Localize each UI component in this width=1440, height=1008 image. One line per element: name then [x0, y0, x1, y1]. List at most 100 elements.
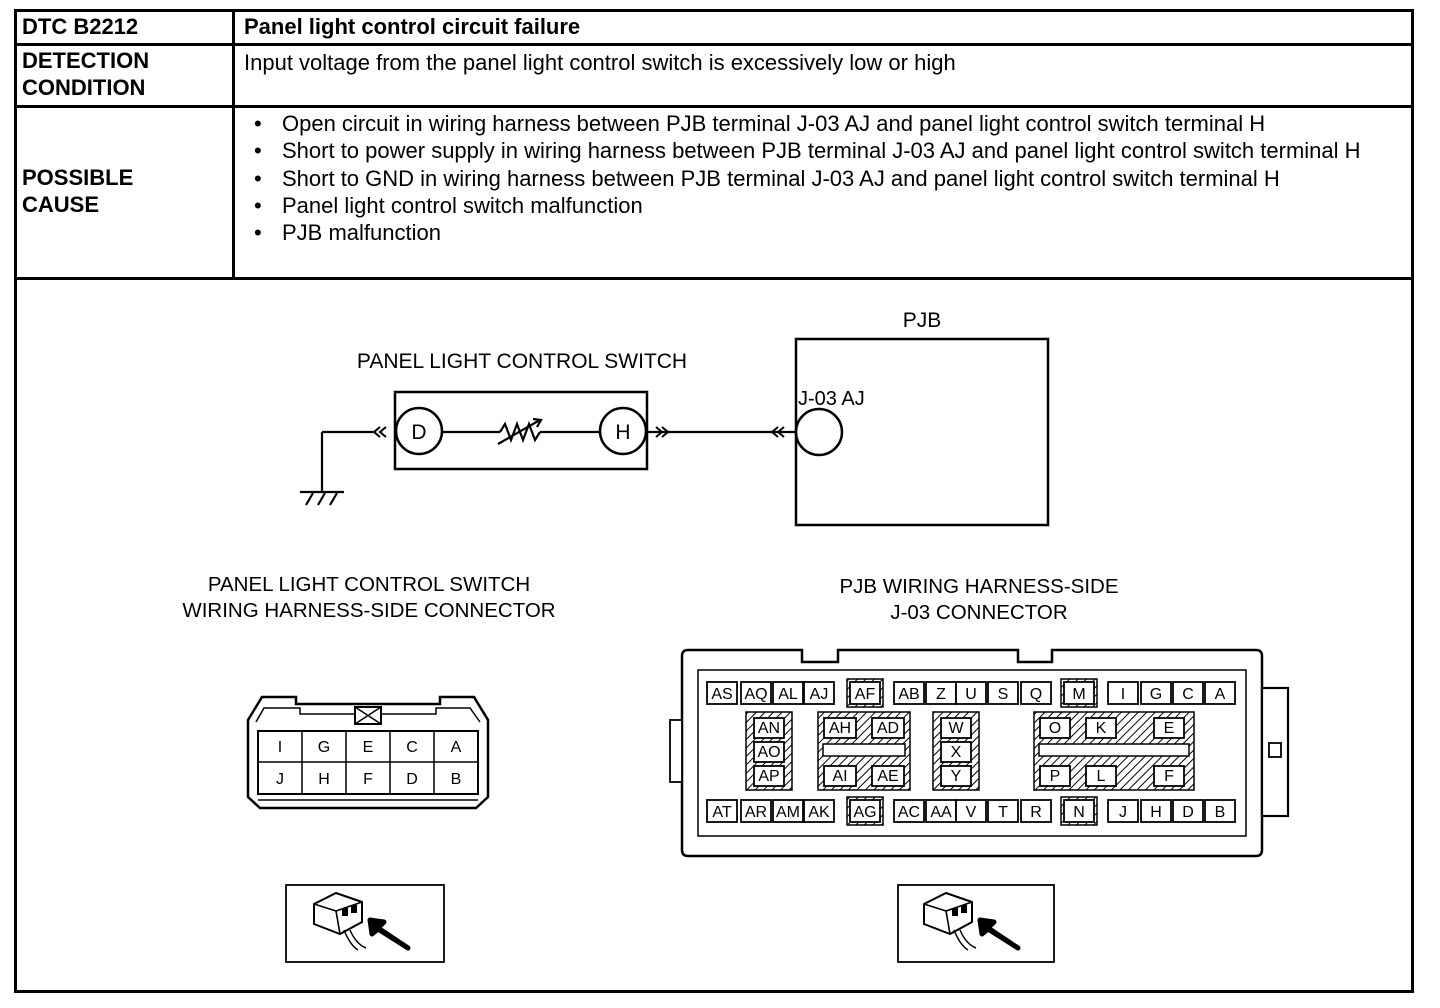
pin-cavity: [1063, 799, 1095, 823]
pin-label: Q: [1030, 686, 1042, 703]
dtc-title: Panel light control circuit failure: [244, 14, 581, 39]
possible-cause-list: Open circuit in wiring harness between P…: [252, 110, 1412, 247]
pin-cavity: [803, 681, 835, 705]
pin-label: AM: [776, 804, 800, 821]
pin-cavity: [823, 717, 857, 739]
pin-label: Z: [936, 686, 946, 703]
pin-label: T: [998, 804, 1008, 821]
pin-cavity: [1020, 681, 1052, 705]
pin-cavity: [772, 681, 804, 705]
pin-label: U: [965, 686, 977, 703]
pin-label: AR: [745, 804, 767, 821]
pin-cavity: [753, 741, 785, 763]
pin-label: B: [451, 771, 462, 788]
pin-cavity: [1063, 681, 1095, 705]
detection-condition-text: Input voltage from the panel light contr…: [244, 50, 956, 75]
pin-cavity: [803, 799, 835, 823]
pin-label: F: [363, 771, 373, 788]
cause-item: Short to power supply in wiring harness …: [252, 137, 1412, 165]
variable-resistor-icon: [442, 417, 600, 445]
pin-cavity: [740, 799, 772, 823]
pin-cavity: [1153, 717, 1185, 739]
connector-view-icon: [285, 884, 445, 963]
pin-label: H: [1150, 804, 1162, 821]
pin-cavity: [1140, 799, 1172, 823]
pin-label: A: [1215, 686, 1226, 703]
connector-view-icon: [897, 884, 1055, 963]
switch-label: PANEL LIGHT CONTROL SWITCH: [357, 350, 687, 373]
pin-label: AJ: [810, 686, 829, 703]
cause-item: PJB malfunction: [252, 219, 1412, 247]
pin-label: AP: [758, 768, 779, 785]
possible-cause-label-line1: POSSIBLE: [22, 165, 134, 190]
pin-cavity: [740, 681, 772, 705]
pin-cavity: [1107, 799, 1139, 823]
switch-connector: [246, 695, 490, 810]
dtc-code: DTC B2212: [22, 14, 139, 39]
pin-label: C: [406, 739, 418, 756]
possible-cause-label-line2: CAUSE: [22, 192, 100, 217]
pin-label: S: [998, 686, 1009, 703]
pin-cavity: [706, 681, 738, 705]
pin-cavity: [871, 765, 905, 787]
pin-cavity: [1172, 681, 1204, 705]
pin-label: X: [951, 744, 962, 761]
pin-cavity: [1039, 717, 1071, 739]
switch-connector-pins: I G E C A J H F D B: [276, 739, 462, 788]
pin-cavity: [940, 741, 972, 763]
pin-cavity: [871, 717, 905, 739]
pin-label: AK: [808, 804, 830, 821]
pin-cavity: [1172, 799, 1204, 823]
pin-label: I: [1121, 686, 1125, 703]
pin-label: AT: [712, 804, 731, 821]
pin-label: P: [1050, 768, 1061, 785]
pin-cavity: [1204, 799, 1236, 823]
cluster-bar: [1038, 743, 1190, 757]
connector-chevron-icon: [655, 426, 670, 438]
pjb-terminal-label: J-03 AJ: [798, 388, 865, 410]
pjb-terminal-circle: [794, 407, 844, 457]
connector-chevron-icon: [770, 426, 785, 438]
pin-cavity: [1085, 717, 1117, 739]
pin-cavity: [987, 799, 1019, 823]
pin-label: O: [1049, 720, 1061, 737]
pin-label: L: [1097, 768, 1106, 785]
pin-cavity: [849, 799, 881, 823]
pin-label: AG: [853, 804, 876, 821]
pin-label: M: [1072, 686, 1085, 703]
pin-label: E: [363, 739, 374, 756]
pin-label: J: [1119, 804, 1127, 821]
pin-label: W: [948, 720, 964, 737]
pin-label: AQ: [744, 686, 767, 703]
row-divider: [14, 43, 1414, 46]
pin-label: D: [406, 771, 418, 788]
pin-cavity: [987, 681, 1019, 705]
pin-cavity: [1020, 799, 1052, 823]
pin-label: AA: [930, 804, 952, 821]
pin-label: AS: [711, 686, 732, 703]
pin-label: C: [1182, 686, 1194, 703]
terminal-h-label: H: [615, 421, 630, 444]
pin-cavity: [893, 799, 925, 823]
connector-chevron-icon: [372, 426, 387, 438]
ground-icon: [300, 430, 373, 506]
pin-label: E: [1164, 720, 1175, 737]
pin-label: Y: [951, 768, 962, 785]
pin-label: AB: [898, 686, 919, 703]
pjb-label: PJB: [903, 309, 942, 332]
pin-label: J: [276, 771, 284, 788]
column-divider: [232, 9, 235, 279]
pin-label: G: [1150, 686, 1162, 703]
switch-connector-title-line2: WIRING HARNESS-SIDE CONNECTOR: [182, 599, 555, 622]
pin-label: A: [451, 739, 462, 756]
pin-label: G: [318, 739, 330, 756]
pin-cavity: [772, 799, 804, 823]
pin-label: K: [1096, 720, 1107, 737]
pin-label: I: [278, 739, 282, 756]
pjb-connector-title-line2: J-03 CONNECTOR: [890, 601, 1067, 624]
document-frame: [14, 9, 1414, 993]
cause-item: Panel light control switch malfunction: [252, 192, 1412, 220]
row-divider: [14, 105, 1414, 108]
pin-cavity: [1085, 765, 1117, 787]
